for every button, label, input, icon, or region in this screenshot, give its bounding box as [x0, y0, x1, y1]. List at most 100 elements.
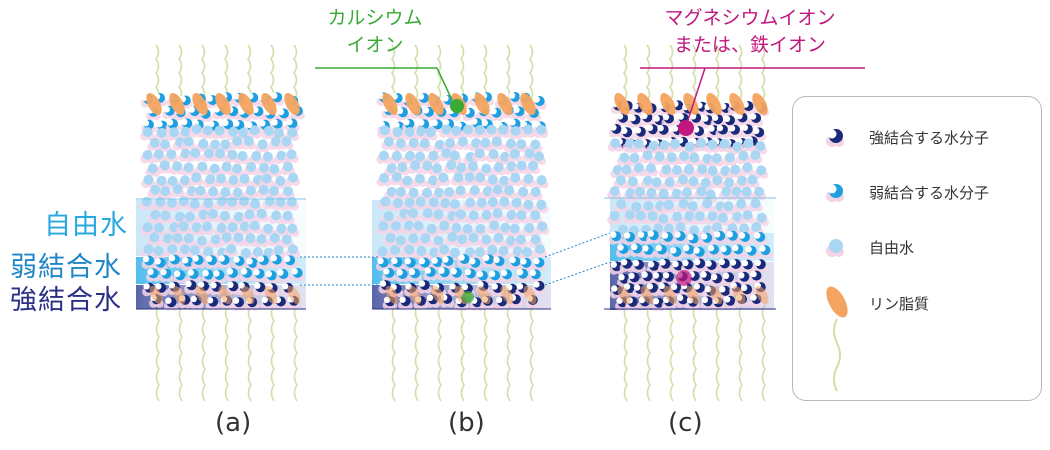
- water-molecule: [735, 112, 750, 126]
- strong-water-molecule-icon: [826, 129, 844, 147]
- water-molecule: [413, 196, 428, 211]
- water-molecule: [417, 280, 432, 294]
- water-molecule: [187, 148, 203, 162]
- water-molecule: [625, 176, 640, 190]
- water-molecule: [465, 161, 480, 175]
- water-molecule: [709, 175, 725, 189]
- lipid-tail: [224, 304, 229, 402]
- water-molecule: [170, 184, 185, 198]
- lipid-head: [732, 285, 746, 305]
- magnesium-ion-bottom: [676, 270, 692, 286]
- lipid-head: [683, 93, 699, 115]
- water-molecule: [533, 124, 549, 139]
- water-molecule: [407, 160, 423, 174]
- water-molecule: [157, 186, 173, 200]
- water-molecule: [745, 174, 760, 189]
- water-molecule: [232, 256, 247, 270]
- water-molecule: [751, 127, 767, 141]
- water-molecule: [528, 186, 543, 201]
- water-molecule: [467, 185, 482, 199]
- water-molecule: [528, 269, 543, 283]
- water-molecule: [719, 245, 734, 259]
- lipid-tail: [669, 44, 674, 102]
- lipid-head: [385, 285, 399, 305]
- water-molecule: [389, 151, 404, 165]
- water-molecule: [722, 152, 737, 166]
- water-molecule: [413, 246, 429, 260]
- water-molecule: [466, 232, 481, 247]
- water-molecule: [205, 208, 220, 223]
- lipid-head: [195, 285, 209, 305]
- water-molecule: [151, 245, 166, 260]
- legend-free-water-text: 自由水: [869, 239, 915, 257]
- water-molecule: [740, 162, 755, 176]
- lipid-tail: [646, 304, 651, 402]
- lipid-tail: [529, 304, 534, 402]
- water-molecule: [205, 296, 221, 311]
- water-molecule: [709, 153, 724, 167]
- lipid-head: [617, 285, 631, 305]
- water-molecule: [395, 107, 410, 121]
- water-molecule: [472, 148, 487, 162]
- water-molecule: [637, 296, 652, 310]
- water-molecule: [752, 232, 768, 246]
- water-molecule: [395, 269, 410, 283]
- water-molecule: [376, 150, 391, 165]
- water-molecule: [607, 138, 623, 152]
- water-molecule: [664, 152, 679, 166]
- water-molecule: [715, 212, 730, 227]
- free-water-label: 自由水: [44, 210, 128, 241]
- lipid-head: [241, 285, 255, 305]
- water-molecule: [388, 221, 403, 235]
- water-molecule: [188, 172, 204, 186]
- water-molecule: [532, 244, 547, 258]
- lipid-head: [149, 285, 163, 305]
- water-molecule: [747, 150, 763, 164]
- water-molecule: [239, 268, 255, 282]
- legend-strong-water-text: 強結合する水分子: [869, 129, 990, 147]
- water-molecule: [667, 138, 682, 153]
- lipid-head: [428, 93, 444, 115]
- water-molecule: [255, 139, 270, 153]
- water-molecule: [619, 164, 634, 179]
- water-molecule: [513, 139, 529, 153]
- strong-bound-water-label: 強結合水: [10, 285, 122, 316]
- water-molecule: [435, 172, 451, 187]
- water-molecule: [405, 208, 420, 222]
- lipid-head: [686, 285, 700, 305]
- water-molecule: [717, 138, 732, 153]
- magnesium-iron-ion-callout: マグネシウムイオン または、鉄イオン: [630, 5, 870, 59]
- lipid-head: [382, 93, 398, 115]
- water-molecule: [704, 139, 720, 153]
- water-molecule: [492, 256, 507, 270]
- water-molecule: [181, 162, 196, 176]
- water-molecule: [520, 124, 535, 138]
- lipid-head: [706, 93, 722, 115]
- water-molecule: [652, 151, 667, 166]
- water-molecule: [466, 210, 481, 224]
- water-molecule: [189, 124, 204, 138]
- lipid-tail: [460, 44, 465, 102]
- lipid-head: [192, 93, 208, 115]
- strong-boundary-connector-bc: [544, 261, 611, 286]
- water-molecule: [259, 173, 274, 187]
- lipid-tail: [483, 44, 488, 102]
- lipid-tail: [738, 304, 743, 402]
- water-molecule: [721, 272, 736, 286]
- water-molecule: [525, 160, 540, 175]
- lipid-tail: [224, 44, 229, 102]
- water-molecule: [279, 234, 294, 249]
- water-molecule: [440, 256, 456, 270]
- water-molecule: [495, 124, 511, 139]
- water-molecule: [163, 149, 179, 163]
- water-molecule: [640, 244, 656, 259]
- water-molecule: [241, 136, 256, 150]
- water-molecule: [645, 211, 660, 225]
- water-molecule: [243, 162, 259, 176]
- water-molecule: [447, 199, 462, 213]
- water-molecule: [532, 280, 547, 295]
- water-molecule: [420, 208, 435, 222]
- water-molecule: [430, 209, 446, 223]
- water-molecule: [490, 208, 505, 222]
- water-molecule: [503, 235, 519, 250]
